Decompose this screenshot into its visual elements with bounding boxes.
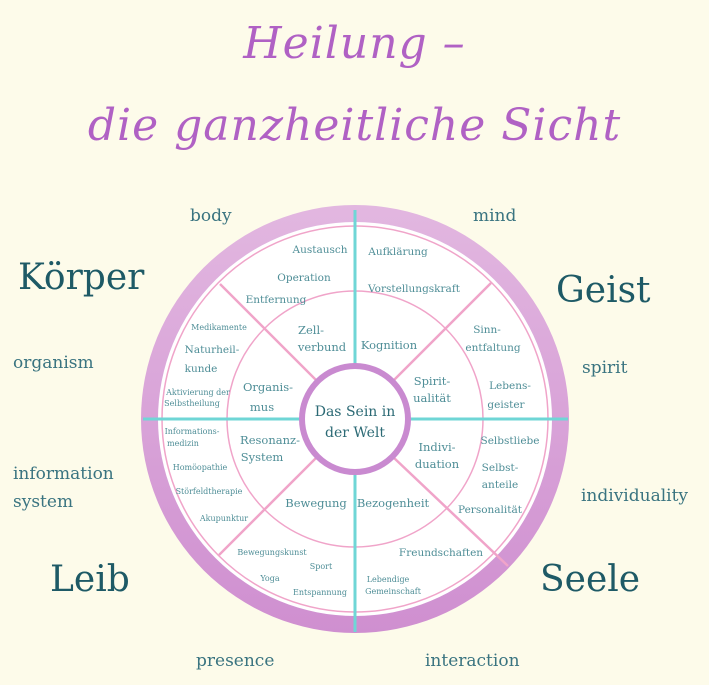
label-informationsmedizin-2: medizin [167,439,199,448]
label-sinnentfaltung-1: Sinn- [473,324,501,336]
label-lebensgeister-1: Lebens- [489,380,531,392]
label-selbstliebe: Selbstliebe [481,435,540,447]
title-line-2: die ganzheitliche Sicht [87,100,622,151]
label-selbstanteile-1: Selbst- [482,462,519,474]
label-bewegungskunst: Bewegungskunst [237,548,307,557]
side-label-system: system [13,492,74,512]
corner-label-leib: Leib [50,559,130,600]
label-vorstellungskraft: Vorstellungskraft [367,283,461,295]
label-bewegung: Bewegung [285,496,347,510]
label-aktivierung-2: Selbstheilung [164,399,220,408]
label-operation: Operation [277,272,331,284]
label-homoeopathie: Homöopathie [173,463,228,472]
divider-sw [218,456,318,556]
center-circle [299,363,411,475]
divider-se [392,456,509,567]
side-label-interaction: interaction [425,651,520,671]
label-medikamente: Medikamente [191,323,247,332]
label-informationsmedizin-1: Informations- [165,427,220,436]
corner-label-seele: Seele [540,559,641,600]
label-sinnentfaltung-2: entfaltung [465,342,520,354]
label-sport: Sport [310,562,333,571]
label-organismus-2: mus [250,400,274,414]
center-line-2: der Welt [325,425,385,441]
corner-label-koerper: Körper [18,257,145,298]
label-spiritualitaet-2: ualität [413,391,451,405]
label-freundschaften: Freundschaften [399,547,483,559]
side-label-information: information [13,464,114,484]
label-personalitaet: Personalität [458,504,523,516]
side-label-presence: presence [196,651,275,671]
label-zellverbund-1: Zell- [298,323,324,337]
label-austausch: Austausch [291,244,347,256]
divider-nw [219,283,318,382]
label-resonanz-1: Resonanz- [240,433,300,447]
label-stoerfeldtherapie: Störfeldtherapie [176,487,243,496]
label-aufklaerung: Aufklärung [367,246,428,258]
center-line-1: Das Sein in [315,404,396,420]
label-organismus-1: Organis- [243,380,293,394]
side-label-spirit: spirit [582,358,628,378]
side-label-organism: organism [13,353,94,373]
label-spiritualitaet-1: Spirit- [414,374,451,388]
label-selbstanteile-2: anteile [482,479,518,491]
label-aktivierung-1: Aktivierung der [165,388,230,397]
label-akupunktur: Akupunktur [199,514,248,523]
label-zellverbund-2: verbund [297,340,347,354]
label-individuation-2: duation [415,457,460,471]
label-naturheilkunde-1: Naturheil- [185,344,240,356]
side-label-body: body [190,206,232,226]
side-label-individuality: individuality [581,486,689,506]
corner-label-geist: Geist [556,270,651,311]
label-resonanz-2: System [241,450,284,464]
divider-ne [392,282,492,382]
label-naturheilkunde-2: kunde [185,363,218,375]
label-gemeinschaft-2: Gemeinschaft [365,587,422,596]
label-entfernung: Entfernung [246,294,307,306]
label-individuation-1: Indivi- [418,440,455,454]
label-yoga: Yoga [259,574,280,583]
label-gemeinschaft-1: Lebendige [367,575,410,584]
label-lebensgeister-2: geister [487,399,525,411]
label-bezogenheit: Bezogenheit [357,496,430,510]
side-label-mind: mind [473,206,517,226]
title-line-1: Heilung – [243,18,466,69]
label-kognition: Kognition [361,338,418,352]
label-entspannung: Entspannung [293,588,347,597]
